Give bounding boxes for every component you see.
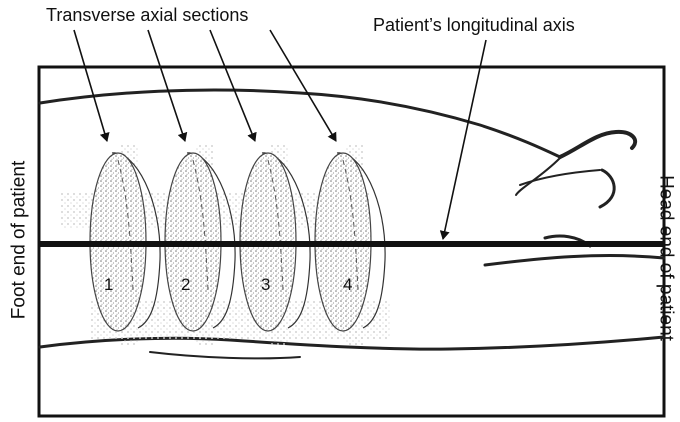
arrow-to-section-3	[210, 30, 255, 141]
section-number-4: 4	[343, 275, 352, 294]
arrow-to-section-4	[270, 30, 336, 141]
section-number-1: 1	[104, 275, 113, 294]
section-number-2: 2	[181, 275, 190, 294]
section-number-3: 3	[261, 275, 270, 294]
arrow-to-axis	[443, 40, 486, 239]
arrow-to-section-1	[74, 30, 107, 141]
arrow-to-section-2	[148, 30, 185, 141]
longitudinal-axis-line	[39, 241, 664, 247]
